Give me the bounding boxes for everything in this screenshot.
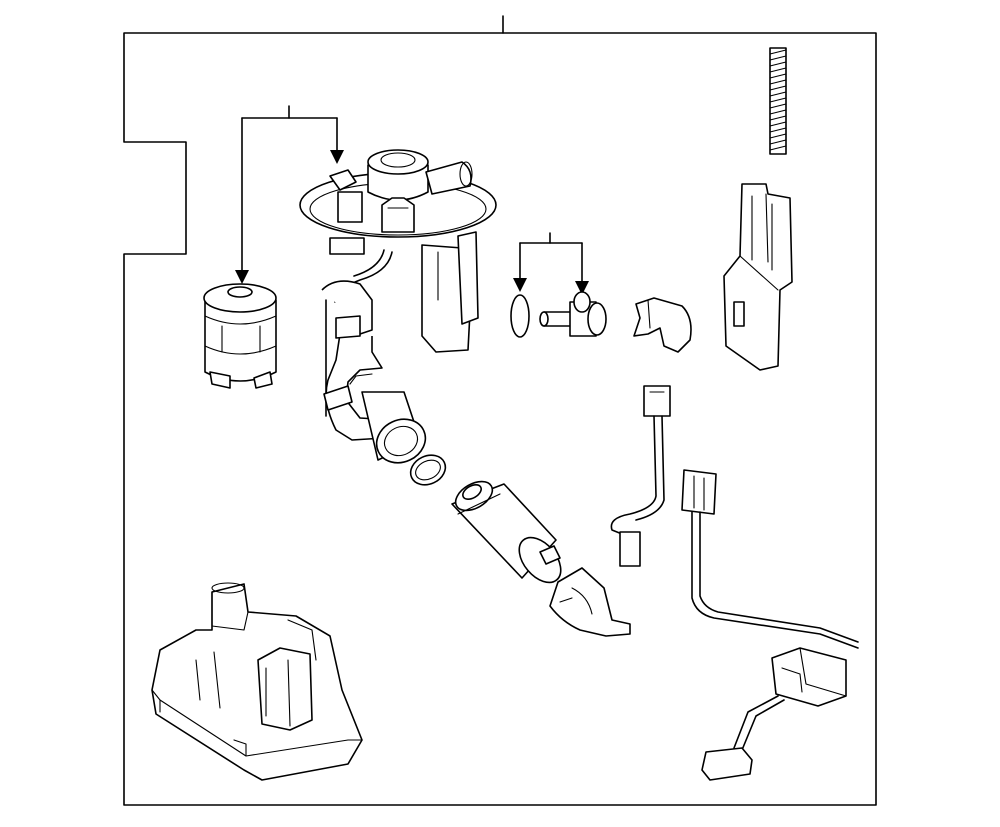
pump-bracket-assembly [299,149,497,353]
guide-rail-bracket [723,183,793,371]
fuel-level-sender [681,469,859,781]
callout-leader-middle [513,232,589,295]
arrow-head-right [330,150,344,164]
arrow-head-left [235,270,249,284]
pump-retainer-clip [549,567,631,637]
fuel-filter [203,283,277,389]
callout-leader-top-left [235,105,344,284]
wiring-harness [610,385,671,567]
regulator-clip [633,297,692,353]
pump-o-ring [409,454,447,486]
diagram-frame [123,15,877,806]
fuel-reservoir [151,582,363,781]
spring [769,47,787,155]
pressure-regulator [539,291,607,337]
arrow-head-valve [575,281,589,295]
fuel-pump-motor [451,480,562,584]
small-o-ring [510,294,530,338]
arrow-head-oring [513,278,527,292]
pump-housing [321,280,427,464]
